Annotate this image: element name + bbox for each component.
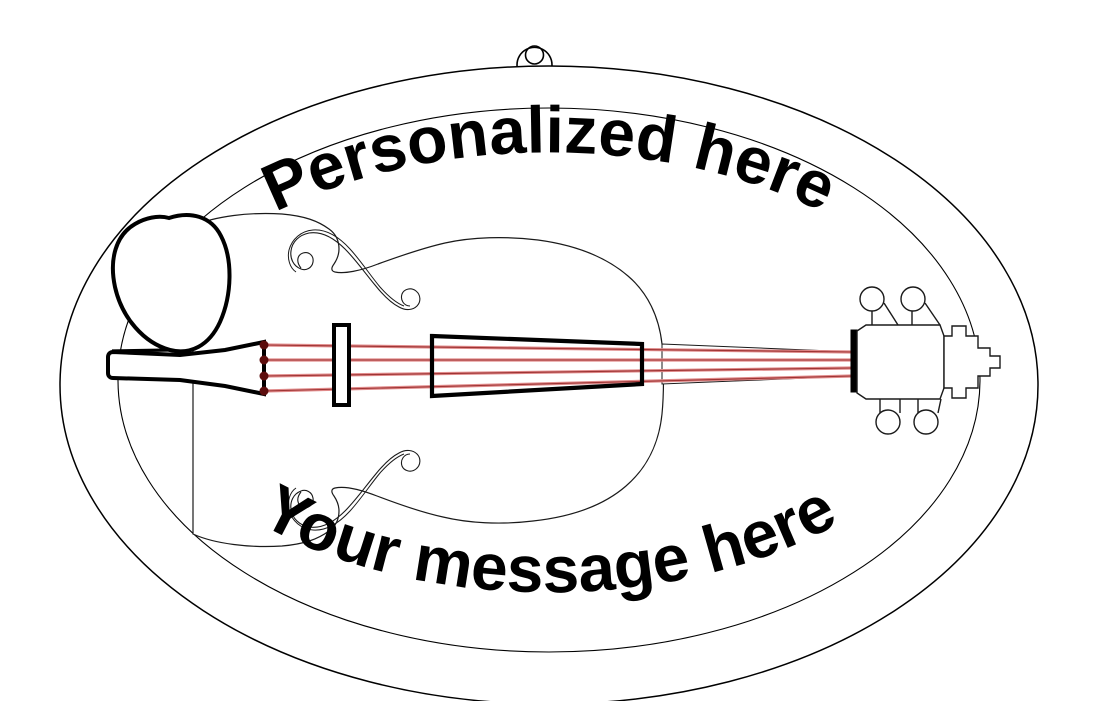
tuning-pegs (859, 286, 942, 435)
tuning-peg-4-taper (937, 398, 942, 414)
hanger-ring-inner (524, 45, 545, 65)
tuning-peg-4-head (913, 409, 939, 435)
f-hole-lower (287, 449, 421, 531)
f-hole-upper-stroke (290, 232, 421, 311)
violin-chinrest (110, 213, 232, 354)
tuning-peg-2-head (900, 286, 926, 312)
violin-scroll (943, 325, 1001, 399)
tuning-peg-1-taper (883, 302, 899, 326)
string-4-core (263, 375, 853, 392)
violin-body (192, 212, 665, 548)
string-1-core (263, 344, 853, 353)
hanger-ring-outer (516, 46, 553, 74)
violin-body-outline (192, 212, 665, 548)
f-hole-upper (287, 229, 421, 311)
tailpiece-dot-1 (259, 340, 269, 350)
violin-tail-gut (111, 348, 171, 353)
violin-strings (263, 343, 853, 393)
tuning-peg-3-head (875, 409, 901, 435)
f-hole-lower-stroke-inner (287, 453, 405, 531)
tailpiece-dot-4 (259, 386, 269, 396)
violin-tailpiece (106, 339, 266, 397)
violin-pegbox (856, 324, 945, 400)
string-3-core (263, 367, 853, 377)
violin-nut (850, 329, 858, 393)
hanger-loop (516, 45, 553, 74)
tuning-peg-2-taper (924, 302, 941, 326)
tuning-peg-1-head (859, 286, 885, 312)
tailpiece-dot-2 (259, 355, 269, 365)
f-hole-upper-stroke-inner (287, 229, 405, 307)
violin-bridge (332, 323, 351, 407)
violin-fingerboard (429, 333, 645, 399)
tailpiece-string-anchors (259, 340, 269, 396)
tailpiece-dot-3 (259, 371, 269, 381)
f-hole-lower-stroke (290, 449, 421, 528)
